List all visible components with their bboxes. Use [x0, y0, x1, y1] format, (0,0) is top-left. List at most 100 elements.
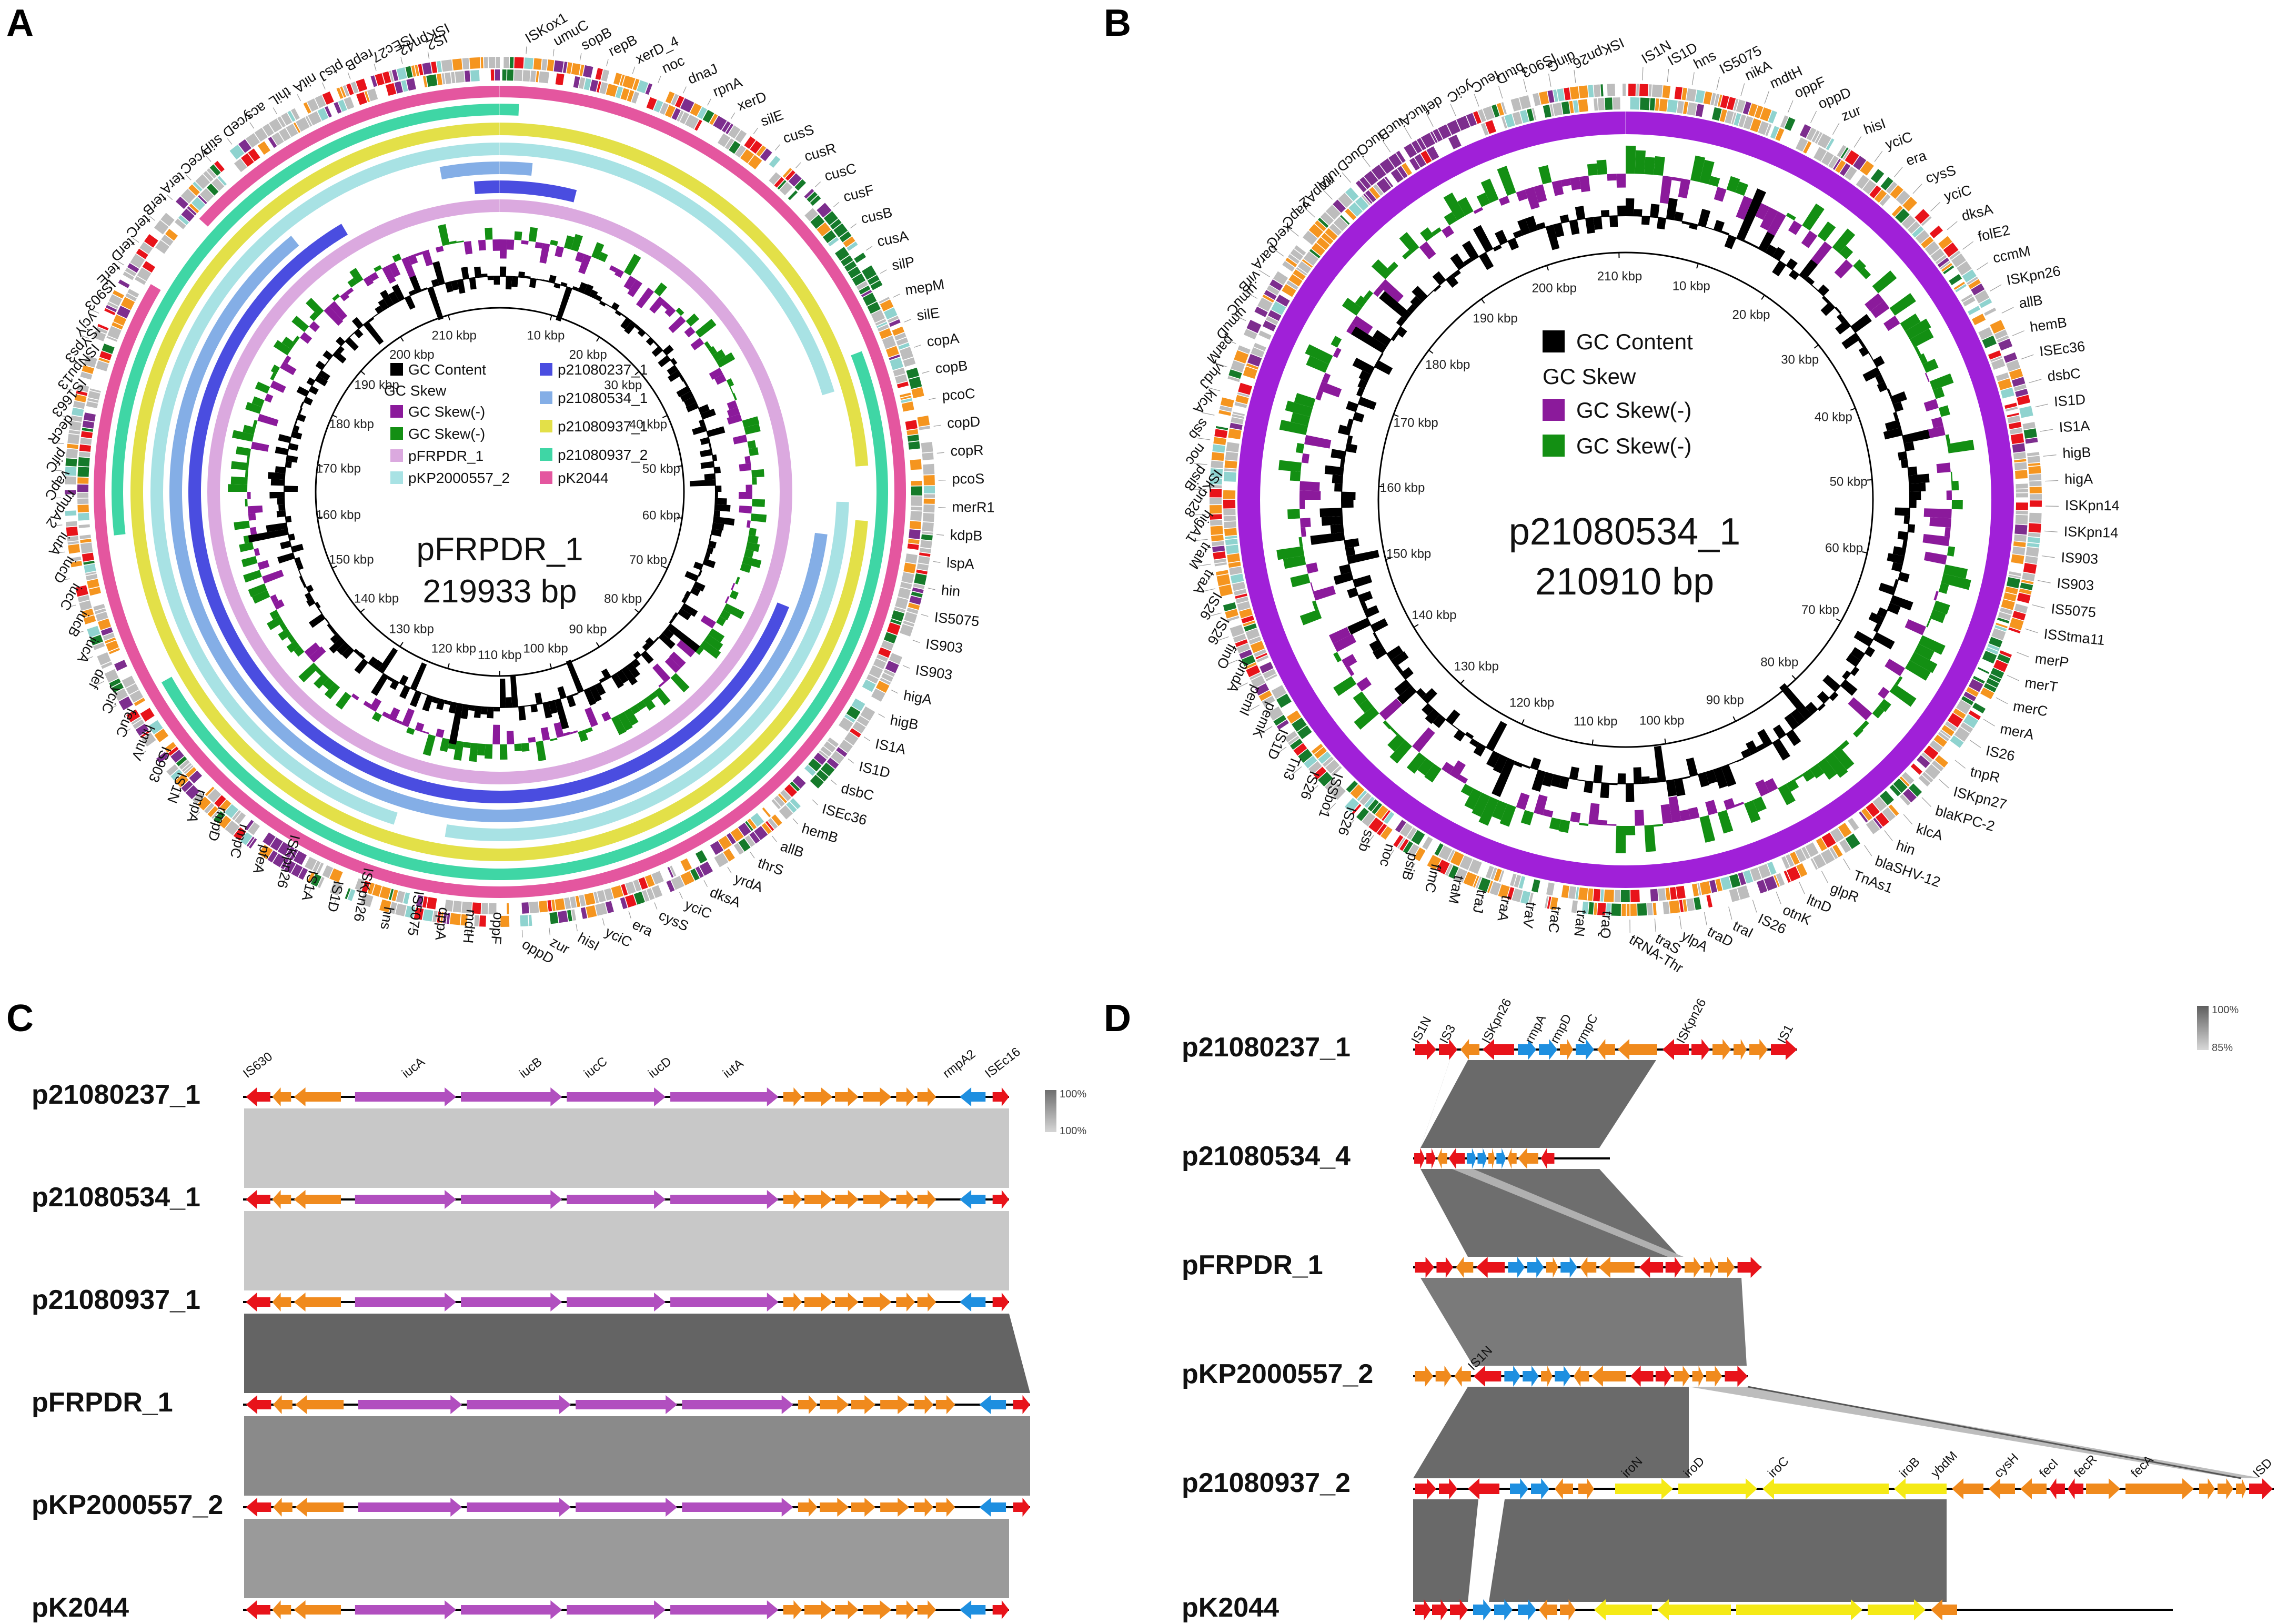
- gene-label: IS903: [914, 662, 953, 683]
- gene-block: [93, 603, 105, 611]
- gene-block: [1681, 87, 1688, 100]
- kbp-tick-label: 90 kbp: [1706, 693, 1744, 708]
- gene-block: [562, 62, 568, 73]
- gc-content-bar: [1741, 749, 1751, 759]
- gene-block: [2022, 572, 2036, 581]
- gene-block: [1267, 310, 1282, 321]
- gc-skew-bar: [1356, 677, 1372, 692]
- gene-label: def: [85, 667, 108, 692]
- gene-block: [258, 844, 273, 860]
- gene-label: ISStma11: [2043, 626, 2105, 649]
- gene-block: [876, 321, 888, 328]
- gene-label-leader: [1216, 636, 1229, 642]
- gc-skew-bar: [1859, 268, 1871, 279]
- kbp-tick-label: 40 kbp: [1815, 410, 1852, 425]
- gene-block: [70, 560, 83, 568]
- gc-skew-bar: [652, 663, 671, 683]
- gene-block: [2022, 421, 2036, 430]
- gene-block: [500, 915, 510, 927]
- gene-block: [896, 337, 909, 346]
- gc-content-bar: [662, 345, 674, 356]
- gene-block: [180, 188, 196, 204]
- kbp-tick: [360, 608, 365, 613]
- gene-arrow: [960, 1190, 986, 1209]
- gene-block: [878, 647, 891, 658]
- gene-block: [644, 874, 655, 887]
- gene-block: [1228, 428, 1242, 440]
- gc-skew-bar: [1333, 652, 1342, 663]
- gc-content-bar: [315, 360, 326, 370]
- gene-block: [582, 65, 593, 78]
- gene-block: [1568, 886, 1577, 899]
- gene-block: [1896, 190, 1910, 205]
- gc-content-bar: [620, 317, 632, 330]
- gene-label-leader: [109, 705, 117, 710]
- gc-content-bar: [1584, 781, 1594, 793]
- gene-block: [1379, 158, 1395, 174]
- gene-label: rmpA2: [940, 1047, 978, 1081]
- gene-block: [1550, 104, 1554, 117]
- gene-block: [77, 477, 89, 484]
- kbp-tick: [634, 609, 640, 613]
- legend-skew-pos-swatch: [390, 427, 403, 440]
- gene-block: [1987, 643, 2000, 651]
- gc-content-bar: [1492, 758, 1515, 798]
- gene-label-leader: [707, 98, 711, 106]
- gene-block: [129, 690, 144, 703]
- gene-label-leader: [1954, 760, 1966, 769]
- gc-content-bar: [690, 587, 701, 597]
- gene-block: [1840, 147, 1849, 159]
- gene-block: [1355, 196, 1369, 211]
- gc-content-bar: [329, 638, 345, 654]
- gene-block: [1346, 780, 1358, 793]
- gc-skew-bar: [1289, 471, 1301, 481]
- gene-label: ssb: [1185, 416, 1212, 443]
- gene-arrow: [2049, 1478, 2065, 1499]
- gene-block: [625, 881, 636, 894]
- gc-content-bar: [621, 314, 627, 318]
- gc-skew-bar: [1679, 809, 1691, 821]
- gene-block: [714, 852, 729, 868]
- gene-block: [273, 853, 286, 868]
- gene-label: traA: [1495, 894, 1515, 923]
- gene-block: [1463, 872, 1477, 887]
- gc-content-bar: [1542, 772, 1554, 787]
- kbp-tick-label: 190 kbp: [1473, 311, 1517, 326]
- gene-label-leader: [55, 524, 63, 526]
- gene-block: [671, 94, 679, 106]
- gc-content-bar: [473, 706, 481, 719]
- gc-content-bar: [1536, 222, 1546, 230]
- gene-arrow: [804, 1087, 833, 1106]
- gene-arrow: [670, 1087, 779, 1106]
- gc-content-bar: [1345, 443, 1358, 453]
- gene-block: [1990, 668, 2004, 679]
- gene-label-leader: [1704, 912, 1707, 925]
- gc-content-bar: [1841, 332, 1860, 349]
- gene-label-leader: [1716, 77, 1720, 90]
- gene-arrow: [246, 1190, 270, 1209]
- gene-block: [1302, 259, 1313, 268]
- gc-skew-bar: [1318, 381, 1342, 398]
- gene-block: [862, 679, 876, 692]
- gc-skew-bar: [1744, 800, 1761, 823]
- gene-block: [2011, 377, 2026, 387]
- gc-content-bar: [291, 431, 303, 440]
- gene-label: iutA: [720, 1056, 746, 1081]
- gc-skew-bar: [283, 355, 291, 364]
- gene-arrow: [917, 1087, 936, 1106]
- gc-skew-bar: [1399, 232, 1419, 254]
- gc-skew-bar: [1358, 699, 1374, 713]
- gene-block: [303, 102, 311, 114]
- legend-p21080937-1-swatch: [540, 420, 552, 432]
- gene-block: [1416, 138, 1426, 150]
- gene-block: [166, 764, 179, 776]
- gene-block: [1246, 665, 1261, 678]
- gc-skew-bar: [521, 742, 530, 752]
- gene-block: [1395, 820, 1406, 833]
- gc-skew-bar: [1346, 666, 1355, 677]
- gc-content-bar: [1522, 764, 1530, 769]
- gc-skew-bar: [1442, 225, 1454, 238]
- gene-arrow: [1473, 1599, 1492, 1620]
- gene-block: [1359, 176, 1371, 189]
- gene-block: [1293, 269, 1306, 280]
